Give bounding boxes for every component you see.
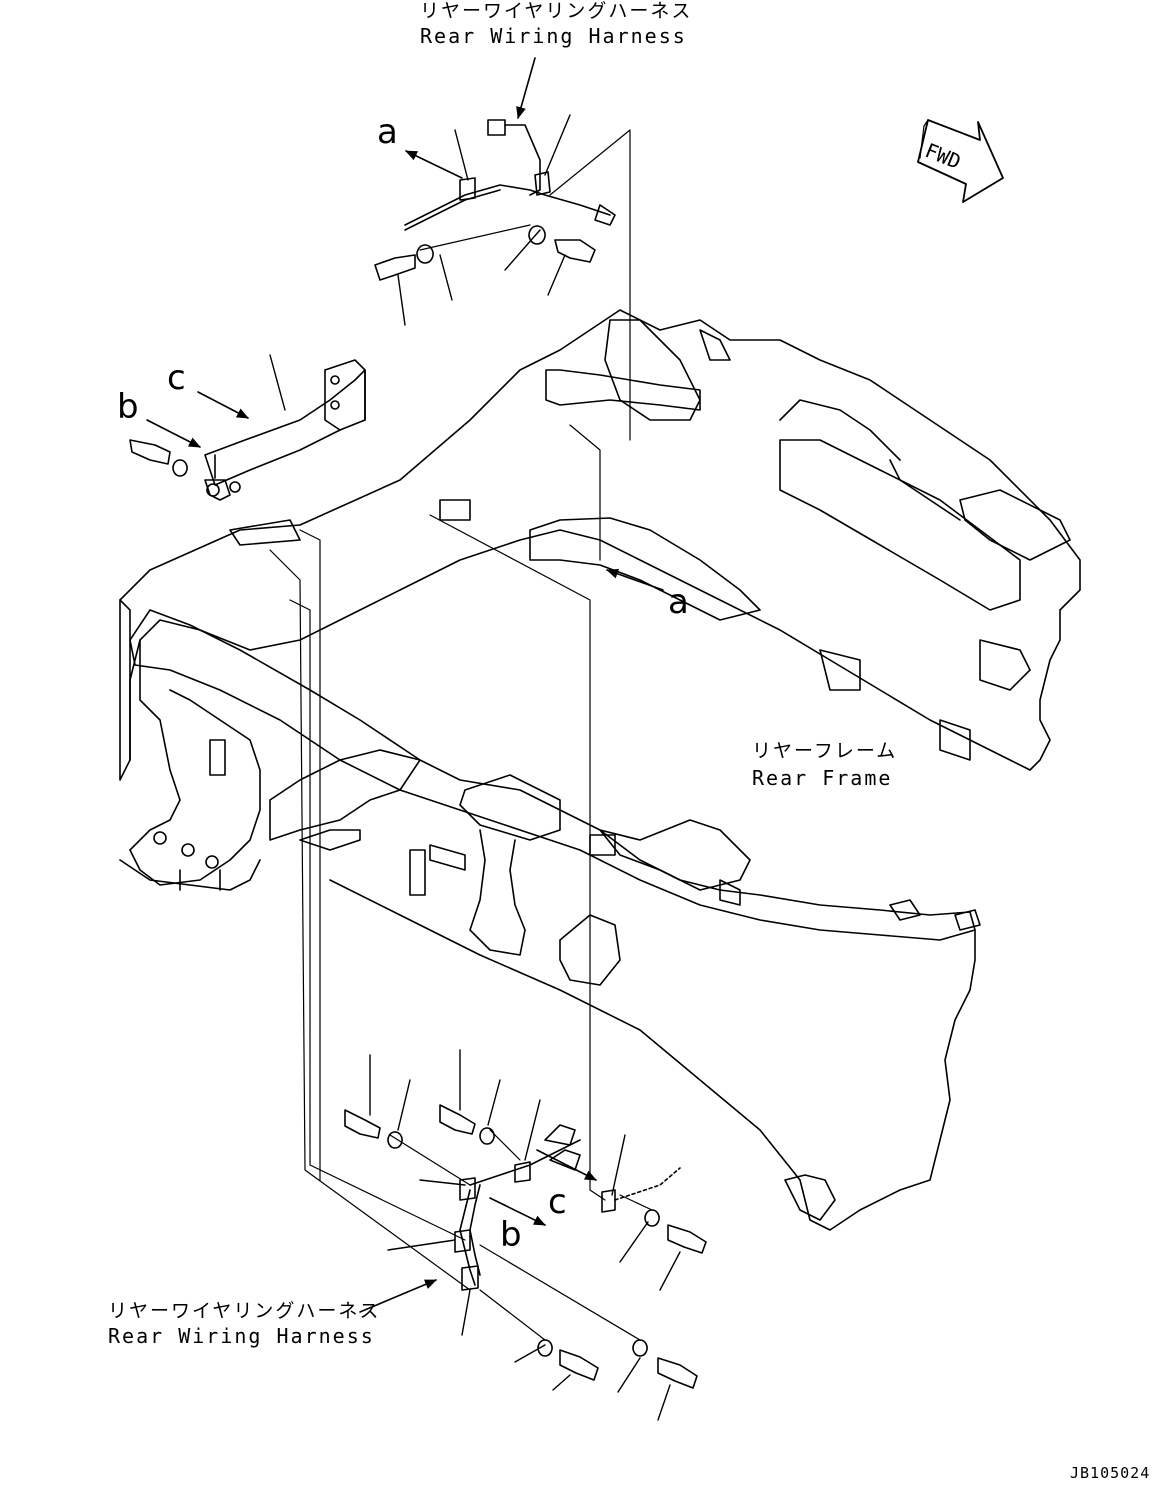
rear-frame-label-en: Rear Frame xyxy=(752,766,893,790)
fasteners xyxy=(129,225,707,1389)
view-ref-a-right: a xyxy=(668,582,689,622)
harness-bracket-c xyxy=(204,359,366,501)
harness-bottom-label-en: Rear Wiring Harness xyxy=(108,1324,375,1348)
view-ref-b-top: b xyxy=(117,387,139,427)
bottom-harness-assembly xyxy=(454,1124,681,1291)
view-ref-c-bottom: c xyxy=(548,1182,567,1222)
frame-lower-body xyxy=(329,879,976,1231)
harness-top-label-jp: リヤーワイヤリングハーネス xyxy=(420,0,693,22)
harness-top-label-en: Rear Wiring Harness xyxy=(420,24,687,48)
frame-cross-member xyxy=(119,609,981,986)
rear-frame xyxy=(119,309,1081,781)
view-ref-a-top: a xyxy=(377,112,398,152)
rear-frame-label-jp: リヤーフレーム xyxy=(752,740,898,762)
leader-lines xyxy=(269,114,681,1421)
top-harness-assembly xyxy=(404,119,616,231)
view-ref-c-top: c xyxy=(167,358,186,398)
document-id: JB105024 xyxy=(1070,1464,1151,1482)
assembly-lines xyxy=(269,129,653,1341)
fwd-direction-icon xyxy=(917,119,1004,203)
view-ref-b-bottom: b xyxy=(500,1215,522,1255)
pointer-arrows xyxy=(146,57,664,1313)
harness-bottom-label-jp: リヤーワイヤリングハーネス xyxy=(108,1300,381,1322)
